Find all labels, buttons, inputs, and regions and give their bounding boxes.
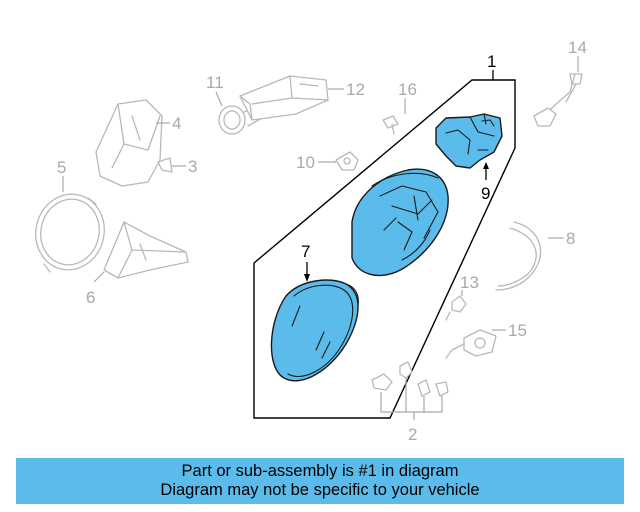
callout-1: 1 (487, 52, 496, 71)
harness-connector-ghost (533, 73, 583, 127)
callout-11: 11 (206, 73, 224, 92)
hardware-2-ghost (371, 361, 449, 397)
assembly-outline (253, 79, 516, 419)
callout-9: 9 (481, 184, 490, 203)
banner-line-2: Diagram may not be specific to your vehi… (160, 481, 480, 499)
info-banner: Part or sub-assembly is #1 in diagram Di… (16, 458, 624, 504)
callout-2: 2 (408, 425, 417, 444)
bulb-13-ghost (445, 295, 467, 321)
callout-4: 4 (172, 114, 181, 133)
callout-5: 5 (57, 158, 66, 177)
control-module-ghost (239, 75, 329, 121)
bulb-socket-part[interactable] (435, 113, 503, 169)
callout-13: 13 (460, 273, 479, 292)
parts-diagram: 1 9 7 14 (35, 38, 587, 444)
socket-15-ghost (445, 329, 497, 359)
reflector-housing-part[interactable] (351, 168, 449, 277)
bulb-10-ghost (335, 151, 359, 171)
callout-15: 15 (508, 321, 527, 340)
ring-5-ghost (35, 193, 105, 273)
screw-16-ghost (382, 115, 399, 135)
callout-8: 8 (566, 229, 575, 248)
bracket-4-ghost (95, 99, 163, 187)
banner-line-1: Part or sub-assembly is #1 in diagram (181, 462, 459, 480)
bracket-6-ghost (103, 221, 189, 279)
headlight-lens-part[interactable] (270, 279, 359, 382)
callout-6: 6 (86, 288, 95, 307)
trim-8-ghost (495, 221, 542, 291)
callout-7: 7 (301, 242, 310, 261)
callout-10: 10 (296, 153, 315, 172)
callout-12: 12 (346, 80, 365, 99)
clip-3-ghost (157, 157, 173, 173)
callout-16: 16 (398, 80, 417, 99)
callout-14: 14 (568, 38, 587, 57)
callout-3: 3 (188, 157, 197, 176)
